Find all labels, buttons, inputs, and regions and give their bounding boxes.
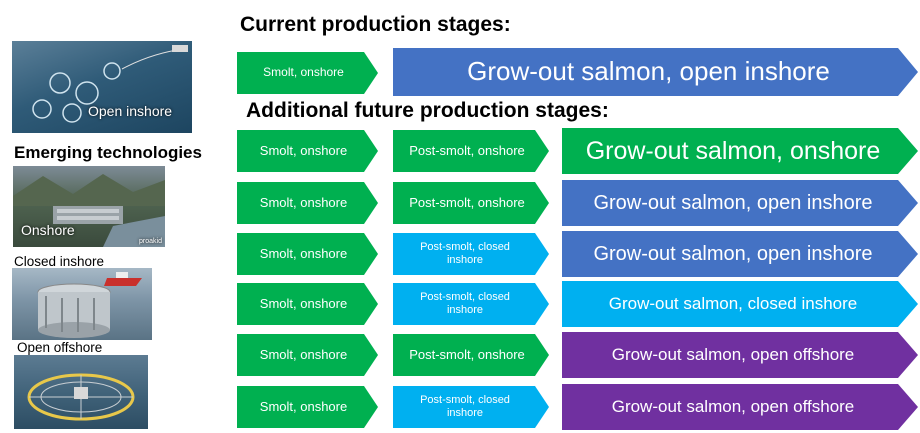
- fish-farm-pens-icon: [32, 45, 188, 123]
- future-row-3-stage-2: Post-smolt, closed inshore: [393, 233, 549, 275]
- future-row-6-stage-3: Grow-out salmon, open offshore: [562, 384, 918, 430]
- future-row-3-stage-1: Smolt, onshore: [237, 233, 378, 275]
- offshore-rig-icon: [27, 373, 135, 421]
- future-row-4-stage-3: Grow-out salmon, closed inshore: [562, 281, 918, 327]
- current-stages-heading: Current production stages:: [240, 13, 511, 36]
- photo-open-inshore: Open inshore: [12, 41, 192, 133]
- future-row-4-stage-2: Post-smolt, closed inshore: [393, 283, 549, 325]
- photo-onshore-label: Onshore: [21, 222, 75, 238]
- future-row-6-stage-2: Post-smolt, closed inshore: [393, 386, 549, 428]
- photo-onshore-credit: proakid: [139, 238, 162, 245]
- photo-closed-inshore: [12, 268, 152, 340]
- closed-pen-icon: [37, 272, 142, 338]
- photo-open-offshore: [14, 355, 148, 429]
- future-stages-heading: Additional future production stages:: [246, 99, 609, 122]
- current-stage-smolt-onshore: Smolt, onshore: [237, 52, 378, 94]
- photo-onshore: Onshore proakid: [13, 166, 165, 247]
- future-row-2-stage-2: Post-smolt, onshore: [393, 182, 549, 224]
- open-offshore-label: Open offshore: [17, 340, 103, 355]
- current-stage-growout-open-inshore: Grow-out salmon, open inshore: [393, 48, 918, 96]
- future-row-2-stage-1: Smolt, onshore: [237, 182, 378, 224]
- future-row-2-stage-3: Grow-out salmon, open inshore: [562, 180, 918, 226]
- closed-inshore-label: Closed inshore: [14, 254, 105, 269]
- future-row-1-stage-2: Post-smolt, onshore: [393, 130, 549, 172]
- emerging-technologies-title: Emerging technologies: [14, 143, 202, 162]
- future-row-5-stage-1: Smolt, onshore: [237, 334, 378, 376]
- future-row-1-stage-3: Grow-out salmon, onshore: [562, 128, 918, 174]
- future-row-1-stage-1: Smolt, onshore: [237, 130, 378, 172]
- future-row-4-stage-1: Smolt, onshore: [237, 283, 378, 325]
- onshore-facility-icon: [13, 174, 165, 247]
- photo-open-inshore-label: Open inshore: [88, 103, 173, 119]
- future-row-6-stage-1: Smolt, onshore: [237, 386, 378, 428]
- future-row-5-stage-2: Post-smolt, onshore: [393, 334, 549, 376]
- future-row-3-stage-3: Grow-out salmon, open inshore: [562, 231, 918, 277]
- future-row-5-stage-3: Grow-out salmon, open offshore: [562, 332, 918, 378]
